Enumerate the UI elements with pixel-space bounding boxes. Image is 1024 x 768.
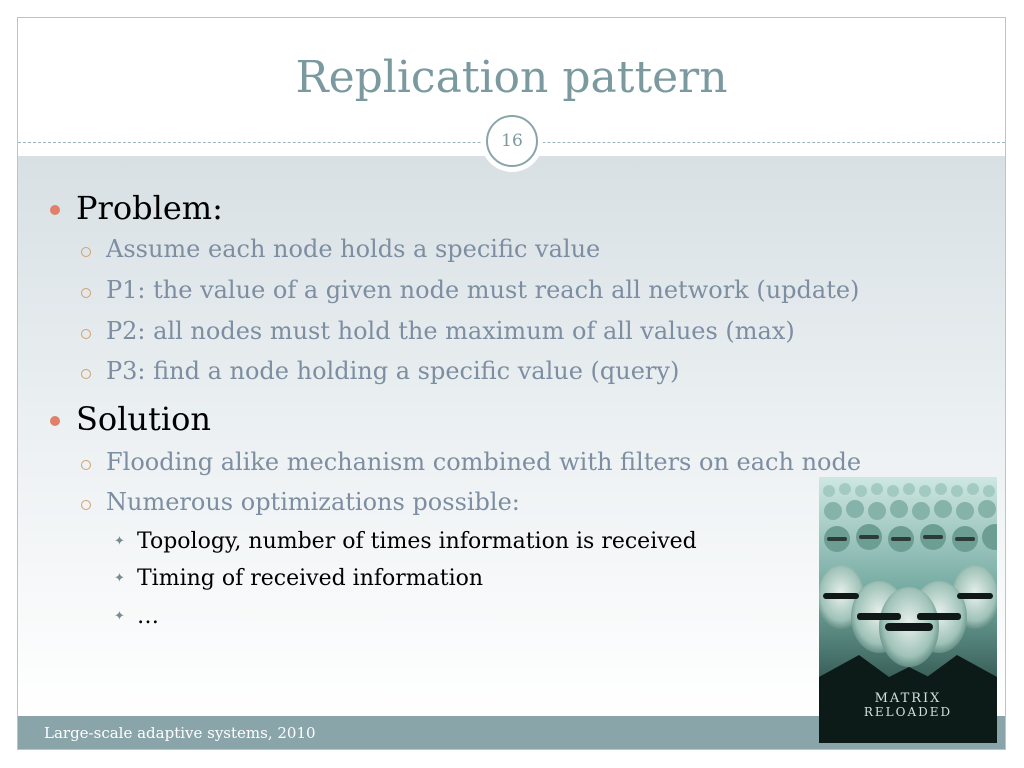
page-number-ring: 16 (486, 115, 538, 167)
hollow-circle-bullet-icon (81, 247, 91, 257)
poster-title-line1: MATRIX (875, 691, 942, 706)
slide-title: Replication pattern (295, 52, 728, 103)
page-number-badge: 16 (481, 110, 543, 172)
matrix-reloaded-poster-image: MATRIX RELOADED (819, 477, 997, 743)
four-point-star-bullet-icon: ✦ (114, 609, 125, 624)
solution-heading: Solution (76, 400, 211, 438)
four-point-star-bullet-icon: ✦ (114, 534, 125, 549)
footer-text: Large-scale adaptive systems, 2010 (44, 724, 316, 742)
page-number: 16 (501, 131, 523, 151)
problem-heading: Problem: (76, 189, 223, 227)
hollow-circle-bullet-icon (81, 288, 91, 298)
filled-circle-bullet-icon (50, 416, 60, 426)
hollow-circle-bullet-icon (81, 369, 91, 379)
solution-sub-point: … (137, 604, 159, 629)
solution-point: Flooding alike mechanism combined with f… (106, 448, 862, 476)
problem-point: Assume each node holds a specific value (106, 235, 601, 263)
solution-point: Numerous optimizations possible: (106, 488, 520, 516)
problem-point: P2: all nodes must hold the maximum of a… (106, 317, 795, 345)
solution-sub-point: Timing of received information (137, 566, 484, 591)
filled-circle-bullet-icon (50, 205, 60, 215)
hollow-circle-bullet-icon (81, 329, 91, 339)
problem-point: P3: find a node holding a specific value… (106, 357, 680, 385)
slide-body: Problem: Assume each node holds a specif… (18, 18, 1005, 749)
poster-title-line2: RELOADED (864, 705, 952, 719)
four-point-star-bullet-icon: ✦ (114, 571, 125, 586)
hollow-circle-bullet-icon (81, 500, 91, 510)
solution-sub-point: Topology, number of times information is… (137, 529, 697, 554)
hollow-circle-bullet-icon (81, 460, 91, 470)
problem-point: P1: the value of a given node must reach… (106, 276, 860, 304)
poster-illustration: MATRIX RELOADED (819, 477, 997, 743)
